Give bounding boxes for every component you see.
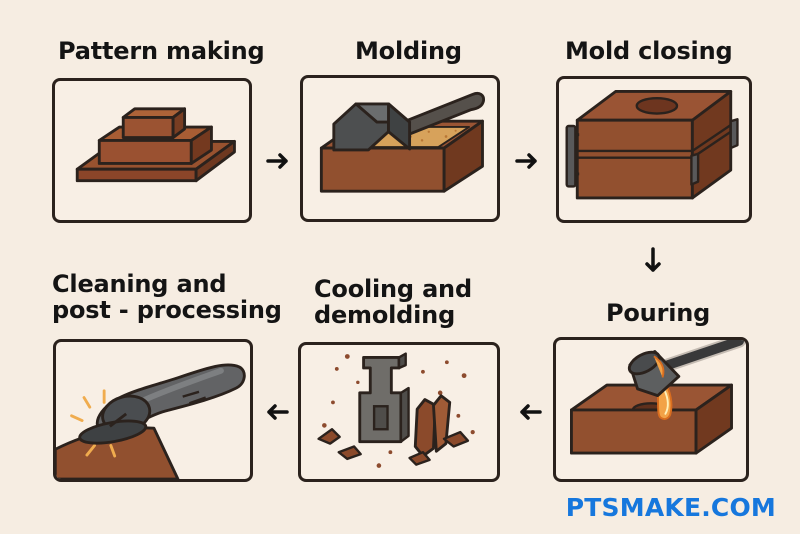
arrow-right-icon <box>263 146 293 176</box>
arrow-right-icon <box>512 146 542 176</box>
pouring-label: Pouring <box>606 299 711 327</box>
angle-grinder-icon <box>78 363 246 445</box>
pattern-making-panel <box>52 78 252 223</box>
cleaning-post-processing-label: Cleaning and post - processing <box>52 271 282 323</box>
cooling-demolding-panel <box>298 342 500 482</box>
molding-label: Molding <box>355 37 462 65</box>
cleaning-post-processing-panel <box>53 339 253 482</box>
mold-closing-label: Mold closing <box>565 37 733 65</box>
demolded-casting-icon <box>317 352 475 468</box>
watermark-brand: PTSMAKE.COM <box>565 493 776 522</box>
cleaning-illustration <box>56 363 246 479</box>
cleaning-post-processing-label-line-1: Cleaning and <box>52 270 227 298</box>
hammer-icon <box>332 91 485 152</box>
arrow-left-icon <box>262 397 292 427</box>
cooling-demolding-label: Cooling and demolding <box>314 276 472 328</box>
molding-illustration <box>319 91 485 193</box>
closed-mold-icon <box>565 90 739 200</box>
cleaning-post-processing-label-line-2: post - processing <box>52 296 282 324</box>
cooling-demolding-label-line-1: Cooling and <box>314 275 472 303</box>
molding-panel <box>300 75 500 222</box>
mold-closing-panel <box>556 76 752 223</box>
ladle-icon <box>627 340 746 398</box>
arrow-down-icon <box>638 246 668 276</box>
pattern-making-label: Pattern making <box>58 37 265 65</box>
cooling-demolding-label-line-2: demolding <box>314 301 456 329</box>
pouring-panel <box>553 337 749 482</box>
wooden-pattern-icon <box>75 107 236 183</box>
pouring-illustration <box>569 340 746 455</box>
arrow-left-icon <box>515 397 545 427</box>
